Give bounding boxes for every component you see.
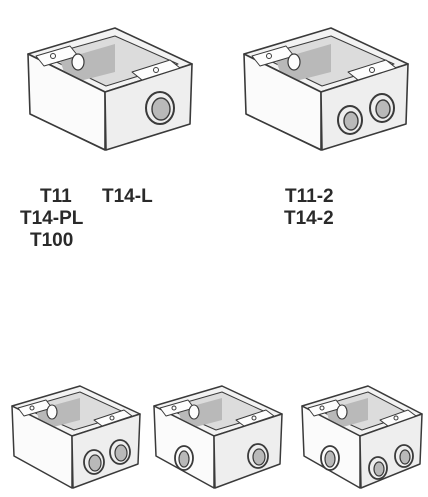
label-t14-2: T14-2 [284,208,334,229]
label-t11: T11 [40,186,72,207]
outlet-box-double-hub [243,27,409,151]
box-drawing-bottom-left [6,376,146,492]
outlet-box-single-hub [27,27,193,151]
label-t14-l: T14-L [102,186,153,207]
outlet-box-end-hub-small [153,385,283,489]
label-t11-2: T11-2 [285,186,334,207]
box-drawing-bottom-middle [148,376,288,492]
box-drawing-t11 [20,16,200,156]
outlet-box-triple-hub-small [301,385,423,489]
label-t14-pl: T14-PL [20,208,84,229]
box-drawing-bottom-right [296,376,428,492]
outlet-box-double-hub-small [11,385,141,489]
label-t100: T100 [30,230,74,251]
box-drawing-t11-2 [236,16,416,156]
